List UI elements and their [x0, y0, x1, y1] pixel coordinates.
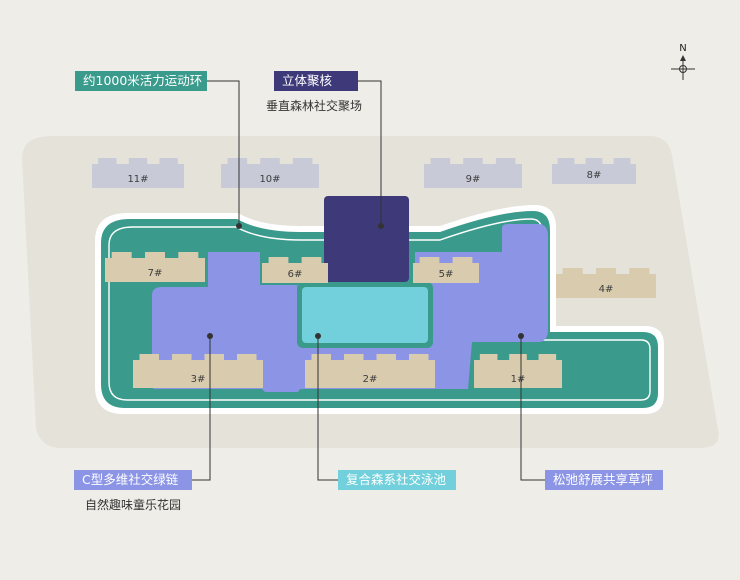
compass-icon: [671, 55, 695, 80]
building-8: 4#: [556, 268, 656, 298]
building-roof-module: [145, 252, 165, 260]
building-body: [424, 164, 522, 188]
building-body: [305, 360, 435, 388]
leader-dots: [207, 223, 524, 339]
leader-pool: [317, 336, 338, 481]
building-body: [262, 263, 328, 283]
leader-running-ring: [207, 80, 240, 226]
building-10: 2#: [305, 354, 435, 388]
dot-green-chain: [207, 333, 213, 339]
building-roof-module: [419, 257, 440, 265]
building-roof-module: [452, 257, 473, 265]
building-roof-module: [204, 354, 224, 362]
running-ring-label: 约1000米活力运动环: [75, 71, 207, 91]
building-roof-module: [311, 354, 331, 362]
building-roof-module: [292, 158, 313, 166]
building-roof-module: [301, 257, 322, 265]
building-label: 2#: [363, 374, 378, 385]
leader-lines: [192, 80, 545, 481]
buildings: 11# 10# 9# 8# 7# 6# 5# 4# 3# 2# 1#: [92, 158, 656, 388]
building-roof-module: [139, 354, 159, 362]
leader-lawn: [520, 336, 545, 481]
dot-lawn: [518, 333, 524, 339]
building-roof-module: [613, 158, 631, 166]
building-roof-module: [268, 257, 289, 265]
ring-lane-line: [108, 218, 651, 401]
green-chain-label: C型多维社交绿链: [74, 470, 192, 490]
building-roof-module: [128, 158, 148, 166]
building-label: 8#: [587, 170, 602, 181]
dot-core: [378, 223, 384, 229]
building-3: 9#: [424, 158, 522, 188]
green-chain-subtitle: 自然趣味童乐花园: [85, 498, 182, 512]
building-roof-module: [376, 354, 396, 362]
building-4: 8#: [552, 158, 636, 184]
building-body: [92, 164, 184, 188]
building-roof-module: [538, 354, 557, 362]
building-label: 4#: [599, 284, 614, 295]
building-roof-module: [98, 158, 117, 166]
building-roof-module: [111, 252, 132, 260]
building-roof-module: [227, 158, 248, 166]
central-tower: [324, 196, 409, 282]
building-roof-module: [509, 354, 527, 362]
building-body: [105, 258, 205, 282]
building-body: [552, 164, 636, 184]
building-11: 1#: [474, 354, 562, 388]
building-roof-module: [430, 158, 451, 166]
building-6: 6#: [262, 257, 328, 283]
building-label: 1#: [511, 374, 526, 385]
building-roof-module: [260, 158, 280, 166]
building-2: 10#: [221, 158, 319, 188]
building-label: 3#: [191, 374, 206, 385]
building-roof-module: [409, 354, 429, 362]
building-roof-module: [557, 158, 575, 166]
building-label: 5#: [439, 269, 454, 280]
building-body: [474, 360, 562, 388]
building-9: 3#: [133, 354, 263, 388]
building-label: 11#: [127, 174, 148, 185]
core-label: 立体聚核: [274, 71, 358, 91]
compass-north-label: N: [679, 43, 686, 54]
leader-green-chain: [192, 336, 211, 481]
dot-pool: [315, 333, 321, 339]
building-label: 10#: [259, 174, 280, 185]
dot-running-ring: [236, 223, 242, 229]
lawn-label: 松弛舒展共享草坪: [545, 470, 663, 490]
building-label: 7#: [148, 268, 163, 279]
pool-water: [302, 287, 428, 343]
building-body: [221, 164, 319, 188]
pool-label: 复合森系社交泳池: [338, 470, 456, 490]
building-label: 6#: [288, 269, 303, 280]
building-roof-module: [237, 354, 257, 362]
building-label: 9#: [466, 174, 481, 185]
building-body: [133, 360, 263, 388]
building-roof-module: [344, 354, 364, 362]
building-roof-module: [596, 268, 616, 276]
building-body: [413, 263, 479, 283]
building-roof-module: [495, 158, 516, 166]
leader-core: [358, 80, 382, 226]
building-7: 5#: [413, 257, 479, 283]
building-roof-module: [562, 268, 583, 276]
building-1: 11#: [92, 158, 184, 188]
building-roof-module: [159, 158, 178, 166]
building-roof-module: [463, 158, 483, 166]
core-subtitle: 垂直森林社交聚场: [266, 99, 363, 113]
building-roof-module: [479, 354, 498, 362]
building-5: 7#: [105, 252, 205, 282]
building-roof-module: [172, 354, 192, 362]
building-body: [556, 274, 656, 298]
building-roof-module: [585, 158, 603, 166]
building-roof-module: [178, 252, 199, 260]
building-roof-module: [629, 268, 650, 276]
